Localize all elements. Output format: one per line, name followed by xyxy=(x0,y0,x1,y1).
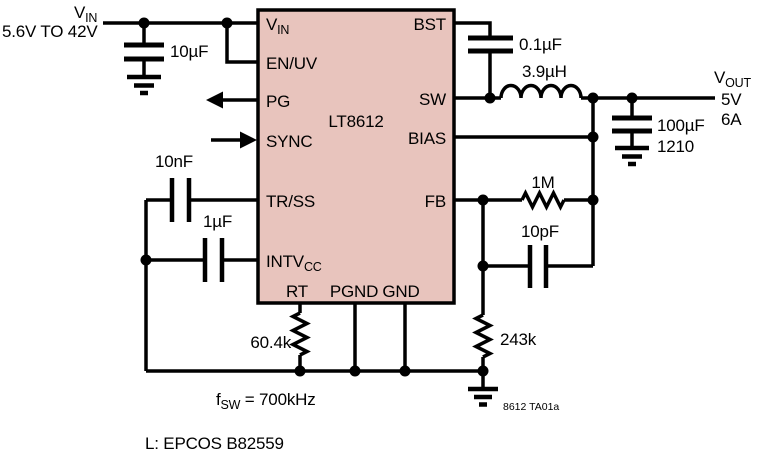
pin-label-intvcc: INTVCC xyxy=(266,252,322,274)
pin-label-fb: FB xyxy=(425,192,446,211)
pin-label-pg: PG xyxy=(266,92,290,111)
fb-top-resistor xyxy=(454,189,593,211)
vout-current-label: 6A xyxy=(721,110,742,129)
junction-dots xyxy=(138,17,638,377)
input-cap-label: 10µF xyxy=(170,42,208,61)
trss-branch xyxy=(144,178,258,371)
output-cap-label: 100µF xyxy=(657,116,705,135)
junction-dot xyxy=(138,17,150,29)
output-capacitor xyxy=(612,98,652,148)
pin-label-bst: BST xyxy=(414,15,446,34)
ss-cap-label: 10nF xyxy=(155,152,193,171)
ground-symbol-input xyxy=(127,74,161,96)
vin-range-label: 5.6V TO 42V xyxy=(2,22,98,41)
fb-bottom-resistor xyxy=(472,266,494,371)
figure-id: 8612 TA01a xyxy=(503,401,559,413)
pin-label-bias: BIAS xyxy=(408,129,446,148)
rt-resistor-label: 60.4k xyxy=(250,333,291,352)
fb-capacitor xyxy=(481,200,593,288)
junction-dot xyxy=(477,365,489,377)
fb-cap-label: 10pF xyxy=(521,222,559,241)
sync-arrow xyxy=(211,131,257,149)
ic-name: LT8612 xyxy=(328,112,383,131)
intvcc-cap-label: 1µF xyxy=(203,212,232,231)
junction-dot xyxy=(349,365,361,377)
rt-resistor-zigzag xyxy=(289,311,311,357)
pin-label-enuv: EN/UV xyxy=(266,54,318,73)
bst-capacitor xyxy=(454,21,513,98)
pin-label-sync: SYNC xyxy=(266,132,312,151)
junction-dot xyxy=(587,194,599,206)
rt-resistor xyxy=(289,303,311,371)
ground-symbol-output xyxy=(615,145,649,167)
output-cap-size-label: 1210 xyxy=(657,137,694,156)
junction-dot xyxy=(484,92,496,104)
pin-label-vin: VIN xyxy=(266,15,289,37)
junction-dot xyxy=(399,365,411,377)
wire-bst xyxy=(454,21,492,38)
pg-arrow xyxy=(206,91,258,109)
sync-arrowhead-icon xyxy=(240,131,257,149)
pin-label-gnd: GND xyxy=(382,282,419,301)
fb-bottom-resistor-label: 243k xyxy=(500,330,537,349)
pin-label-rt: RT xyxy=(286,282,308,301)
pin-label-sw: SW xyxy=(419,90,446,109)
junction-dot xyxy=(587,131,599,143)
pin-label-trss: TR/SS xyxy=(266,192,315,211)
bst-cap-label: 0.1µF xyxy=(519,35,562,54)
input-capacitor xyxy=(124,23,164,77)
junction-dot xyxy=(221,17,233,29)
fb-bottom-resistor-zigzag xyxy=(472,313,494,359)
wire-enuv-tie xyxy=(225,23,258,64)
vout-label: VOUT xyxy=(714,68,751,90)
fb-top-resistor-label: 1M xyxy=(531,173,554,192)
intvcc-branch xyxy=(146,238,258,282)
fb-resistor-zigzag xyxy=(520,189,566,211)
ic-body xyxy=(256,8,456,305)
vout-voltage-label: 5V xyxy=(721,90,742,109)
switching-freq-label: fSW = 700kHz xyxy=(216,390,316,412)
inductor-coil xyxy=(499,83,583,99)
junction-dot xyxy=(140,254,152,266)
junction-dot xyxy=(477,260,489,272)
pg-arrowhead-icon xyxy=(206,91,223,109)
junction-dot xyxy=(587,92,599,104)
pin-label-pgnd: PGND xyxy=(330,282,378,301)
inductor-note: L: EPCOS B82559 xyxy=(145,434,284,453)
junction-dot xyxy=(626,92,638,104)
vin-label: VIN xyxy=(74,3,97,25)
junction-dot xyxy=(477,194,489,206)
junction-dot xyxy=(294,365,306,377)
inductor-label: 3.9µH xyxy=(522,62,567,81)
